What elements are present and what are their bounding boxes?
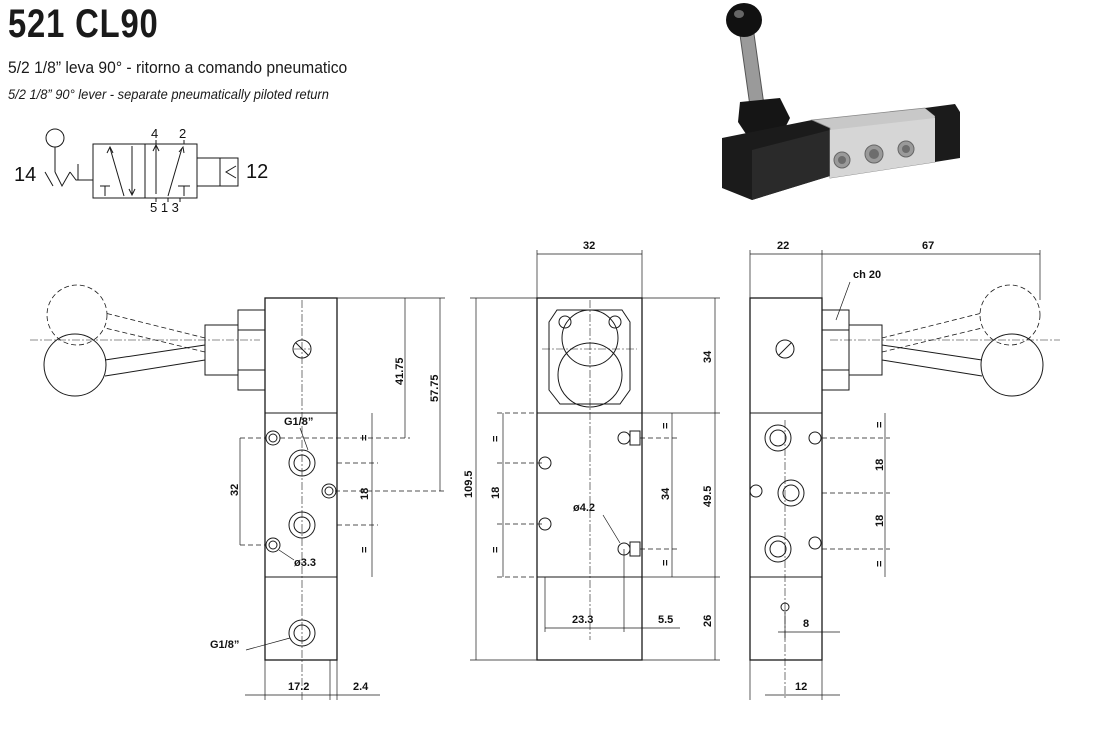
dim-5-5: 5.5 (658, 614, 673, 626)
port-2-label: 2 (179, 126, 186, 141)
dim-49-5: 49.5 (702, 486, 714, 507)
dim-26: 26 (702, 615, 714, 627)
dim-12: 12 (795, 681, 807, 693)
dim-width-32: 32 (583, 240, 595, 252)
dim-109-5: 109.5 (463, 470, 475, 498)
dim-equal-bottom: = (359, 547, 371, 553)
dim-equal-left-bottom: = (490, 547, 502, 553)
front-view: 41.75 57.75 32 18 = = G1/8” ø3.3 G1/8” 1… (30, 284, 445, 700)
dim-32: 32 (229, 484, 241, 496)
dim-equal-rear-top: = (874, 422, 886, 428)
valve-symbol: 14 12 4 2 5 1 3 (14, 126, 268, 215)
dim-18: 18 (359, 488, 371, 500)
lever-knob-symbol (45, 128, 65, 148)
dim-equal-rear-bottom: = (874, 561, 886, 567)
thread-bottom-label: G1/8” (210, 639, 239, 651)
product-photo (722, 3, 960, 200)
subtitle-italian: 5/2 1/8” leva 90° - ritorno a comando pn… (8, 58, 348, 77)
thread-top-label: G1/8” (284, 416, 313, 428)
dim-17-2: 17.2 (288, 681, 309, 693)
dim-41-75: 41.75 (394, 357, 406, 385)
dim-equal-top: = (359, 435, 371, 441)
subtitle-english: 5/2 1/8” 90° lever - separate pneumatica… (8, 86, 329, 102)
hole-diameter-label: ø3.3 (294, 557, 316, 569)
dim-8: 8 (803, 618, 809, 630)
dim-23-3: 23.3 (572, 614, 593, 626)
dim-18-rear-b: 18 (874, 515, 886, 527)
side-view: 32 34 109.5 18 = = 34 = = 49.5 26 ø4.2 2… (463, 240, 720, 661)
dim-57-75: 57.75 (429, 374, 441, 402)
dim-18-rear-a: 18 (874, 459, 886, 471)
dim-equal-right-top: = (660, 423, 672, 429)
dim-34-middle: 34 (660, 487, 672, 500)
dim-18-middle: 18 (490, 487, 502, 499)
ports-5-1-3-label: 5 1 3 (150, 200, 179, 215)
dim-67: 67 (922, 240, 934, 252)
port-4-label: 4 (151, 126, 158, 141)
dim-2-4: 2.4 (353, 681, 369, 693)
model-title: 521 CL90 (8, 2, 159, 46)
dim-34-top: 34 (702, 350, 714, 363)
dim-equal-left-top: = (490, 436, 502, 442)
rear-view: 22 67 ch 20 = 18 18 = 8 12 (749, 240, 1060, 700)
dim-22: 22 (777, 240, 789, 252)
dim-equal-right-bottom: = (660, 560, 672, 566)
ch-20-label: ch 20 (853, 269, 881, 281)
port-12-label: 12 (246, 161, 268, 183)
hole-4-2-label: ø4.2 (573, 502, 595, 514)
port-14-label: 14 (14, 164, 36, 186)
